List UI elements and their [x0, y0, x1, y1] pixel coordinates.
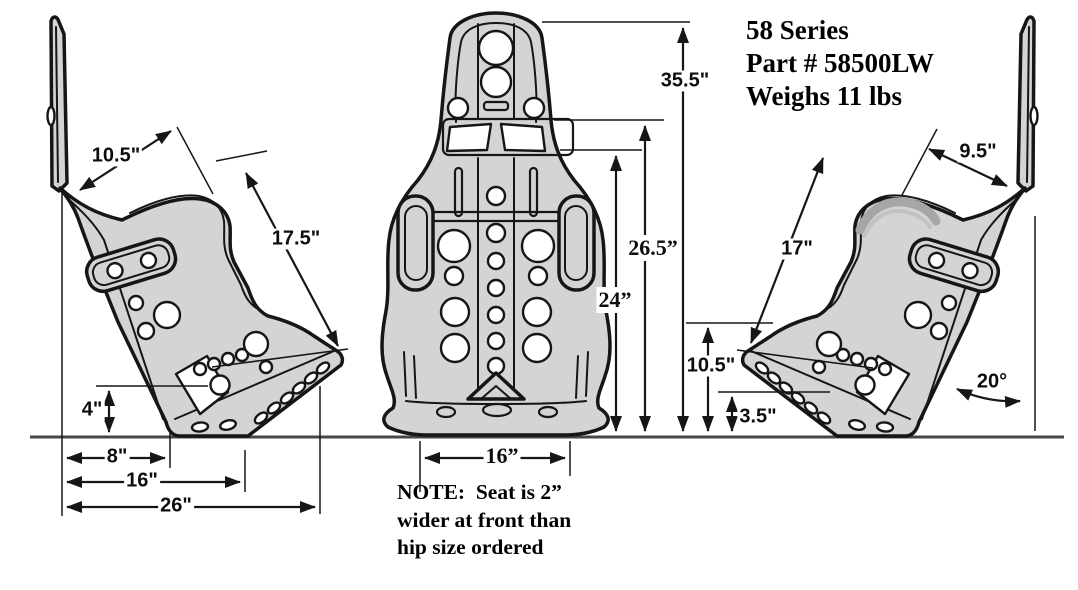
dim-label-front-belt: 24” [596, 287, 634, 313]
front-view-seat [380, 11, 612, 437]
mid-hole [485, 185, 507, 207]
ext-line-right-top [901, 128, 938, 196]
right-seat-shade-band [855, 197, 941, 235]
headrest-inner-line [454, 22, 538, 123]
vertical-slot-right [528, 166, 539, 218]
belt-slot-right [499, 122, 547, 153]
dim-label-left-26: 26" [158, 494, 194, 517]
dim-label-left-rear-clearance: 4" [79, 398, 105, 421]
shell-inner-line [129, 194, 263, 312]
product-part-number: Part # 58500LW [746, 47, 934, 78]
back-rail-line [65, 196, 164, 420]
ext-line-back-top [215, 150, 268, 162]
shoulder-hole-left [446, 96, 470, 120]
dim-label-left-back-edge: 17.5" [269, 227, 323, 250]
back-post [49, 15, 69, 193]
product-weight: Weighs 11 lbs [746, 80, 903, 111]
right-seat-shade-highlight [862, 208, 932, 238]
chevron-inner [480, 385, 512, 400]
dim-line-9-5 [928, 148, 1008, 187]
ext-line-back-bottom [211, 348, 349, 368]
post-notch [46, 105, 56, 127]
dim-label-front-width: 16” [483, 443, 521, 469]
belt-slot-left [445, 122, 493, 153]
product-info: 58 Series Part # 58500LW Weighs 11 lbs [746, 14, 934, 113]
flange-holes [190, 361, 331, 433]
back-holes [436, 222, 556, 376]
order-note: NOTE: Seat is 2” wider at front than hip… [397, 479, 571, 562]
dim-label-left-16: 16" [124, 469, 160, 492]
ext-line-top-edge [176, 126, 214, 195]
belt-panel [441, 117, 575, 157]
note-line-2: wider at front than [397, 507, 572, 532]
dim-label-front-height: 35.5" [658, 69, 712, 92]
note-line-1: NOTE: Seat is 2” [397, 480, 562, 504]
shoulder-hole-right [522, 96, 546, 120]
vertical-slot-left [453, 166, 464, 218]
dim-label-left-8: 8" [104, 445, 130, 468]
mount-bracket [84, 237, 178, 294]
note-line-3: hip size ordered [397, 535, 544, 560]
post-inner-line [55, 26, 59, 183]
dim-label-right-back-edge: 17" [779, 237, 815, 260]
dim-label-right-angle: 20° [974, 370, 1010, 393]
ext-line-right-back-bottom [736, 349, 874, 369]
dimension-lines [61, 21, 1036, 516]
head-hole-bottom [479, 65, 513, 99]
wing-slots [403, 351, 589, 399]
dim-label-left-top-edge: 10.5" [89, 144, 143, 167]
dim-label-front-shoulder: 26.5” [626, 235, 680, 261]
pan-holes [435, 402, 559, 419]
dim-label-right-top-edge: 9.5" [957, 140, 999, 163]
side-view-seat [46, 15, 345, 438]
angle-arc-20 [956, 387, 1021, 408]
dim-line-17-5 [245, 172, 339, 347]
dim-label-right-rail-height: 3.5" [737, 405, 779, 428]
side-pod-right [557, 194, 596, 292]
product-series: 58 Series [746, 15, 849, 45]
side-pod-left [396, 194, 435, 292]
head-hole-top [477, 29, 515, 67]
dim-label-right-hip-height: 10.5" [684, 354, 738, 377]
top-slot [482, 100, 510, 112]
